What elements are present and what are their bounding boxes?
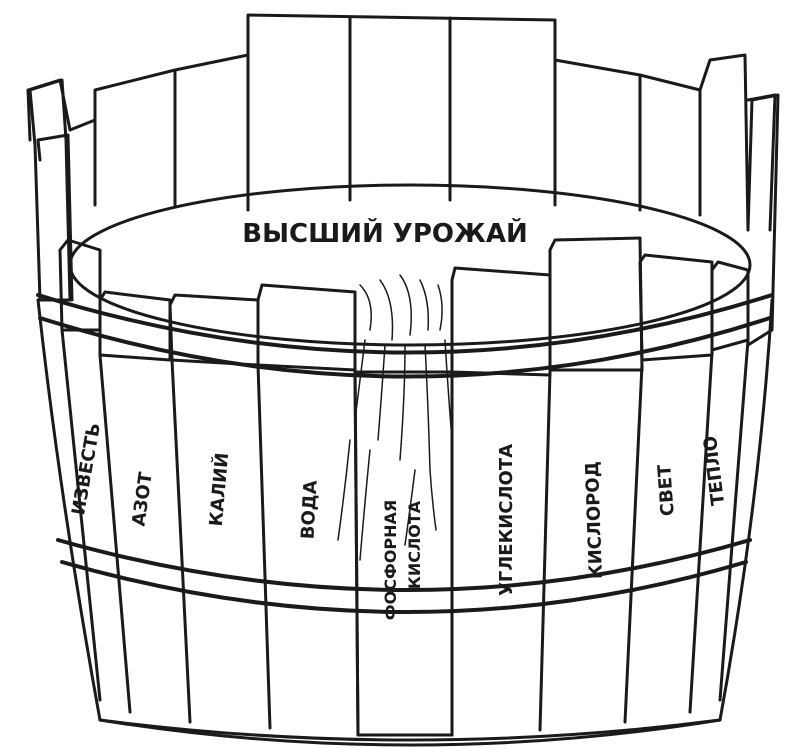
stave-label-kislorod: КИСЛОРОД xyxy=(582,461,607,579)
stave-fosfornaya xyxy=(355,372,452,735)
harvest-title: ВЫСШИЙ УРОЖАЙ xyxy=(242,217,527,249)
stave-label-kaliy: КАЛИЙ xyxy=(205,452,233,527)
back-staves xyxy=(28,15,775,230)
stave-label-svet: СВЕТ xyxy=(654,463,679,517)
stave-label-fosfornaya: ФОСФОРНАЯ xyxy=(381,500,400,621)
stave-label-kislota: КИСЛОТА xyxy=(405,500,424,589)
stave-label-uglekislota: УГЛЕКИСЛОТА xyxy=(496,444,517,596)
stave-label-voda: ВОДА xyxy=(297,480,321,540)
stave-label-azot: АЗОТ xyxy=(128,470,156,527)
